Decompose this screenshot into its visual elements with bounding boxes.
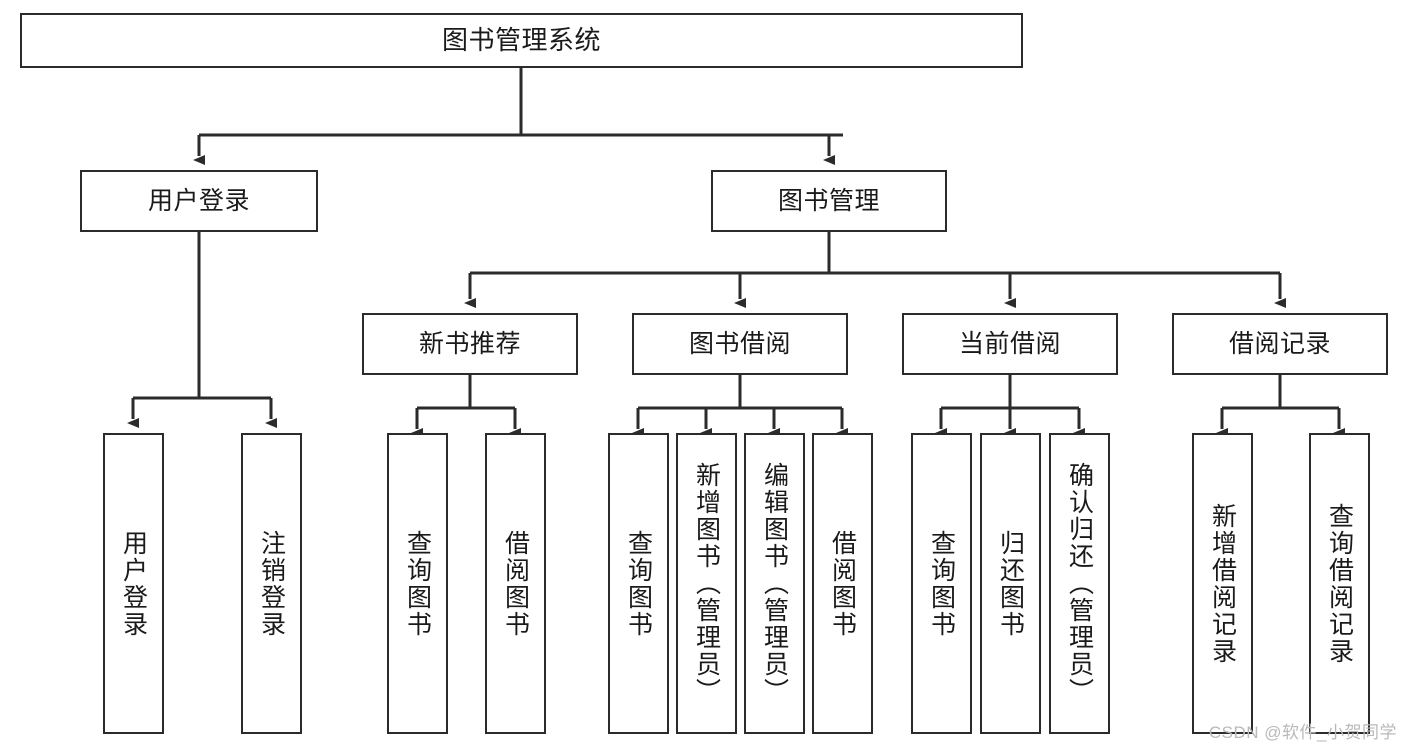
node-book-borrow-label: 图书借阅 xyxy=(688,329,791,358)
leaf-user-logout-label: 注销登录 xyxy=(257,529,286,638)
leaf-current-query[interactable]: 查询图书 xyxy=(911,433,972,734)
node-borrow-records[interactable]: 借阅记录 xyxy=(1172,313,1388,375)
node-user-login-label: 用户登录 xyxy=(147,186,250,215)
leaf-newbook-query-label: 查询图书 xyxy=(403,529,432,638)
leaf-user-login[interactable]: 用户登录 xyxy=(103,433,164,734)
leaf-current-return[interactable]: 归还图书 xyxy=(980,433,1041,734)
node-new-book-recommend-label: 新书推荐 xyxy=(418,329,521,358)
leaf-current-confirm-return-label: 确认归还（管理员） xyxy=(1065,462,1094,705)
node-new-book-recommend[interactable]: 新书推荐 xyxy=(362,313,578,375)
leaf-records-query[interactable]: 查询借阅记录 xyxy=(1309,433,1370,734)
leaf-current-confirm-return[interactable]: 确认归还（管理员） xyxy=(1049,433,1110,734)
leaf-borrow-query[interactable]: 查询图书 xyxy=(608,433,669,734)
leaf-borrow-query-label: 查询图书 xyxy=(624,529,653,638)
leaf-records-add[interactable]: 新增借阅记录 xyxy=(1192,433,1253,734)
leaf-newbook-query[interactable]: 查询图书 xyxy=(387,433,448,734)
node-current-borrow[interactable]: 当前借阅 xyxy=(902,313,1118,375)
leaf-current-query-label: 查询图书 xyxy=(927,529,956,638)
node-current-borrow-label: 当前借阅 xyxy=(958,329,1061,358)
leaf-borrow-borrow-book-label: 借阅图书 xyxy=(828,529,857,638)
csdn-watermark: CSDN @软件_小贺同学 xyxy=(1208,723,1397,742)
leaf-user-login-label: 用户登录 xyxy=(119,529,148,638)
node-book-management-label: 图书管理 xyxy=(777,186,880,215)
leaf-borrow-edit-book-label: 编辑图书（管理员） xyxy=(760,462,789,705)
node-book-management[interactable]: 图书管理 xyxy=(711,170,947,232)
leaf-newbook-borrow[interactable]: 借阅图书 xyxy=(485,433,546,734)
node-root[interactable]: 图书管理系统 xyxy=(20,13,1023,68)
leaf-borrow-borrow-book[interactable]: 借阅图书 xyxy=(812,433,873,734)
node-borrow-records-label: 借阅记录 xyxy=(1228,329,1331,358)
leaf-records-add-label: 新增借阅记录 xyxy=(1208,502,1237,665)
leaf-records-query-label: 查询借阅记录 xyxy=(1325,502,1354,665)
leaf-borrow-add-book[interactable]: 新增图书（管理员） xyxy=(676,433,737,734)
node-book-borrow[interactable]: 图书借阅 xyxy=(632,313,848,375)
node-root-label: 图书管理系统 xyxy=(441,24,601,55)
leaf-borrow-edit-book[interactable]: 编辑图书（管理员） xyxy=(744,433,805,734)
node-user-login[interactable]: 用户登录 xyxy=(80,170,318,232)
leaf-user-logout[interactable]: 注销登录 xyxy=(241,433,302,734)
leaf-borrow-add-book-label: 新增图书（管理员） xyxy=(692,462,721,705)
leaf-newbook-borrow-label: 借阅图书 xyxy=(501,529,530,638)
leaf-current-return-label: 归还图书 xyxy=(996,529,1025,638)
